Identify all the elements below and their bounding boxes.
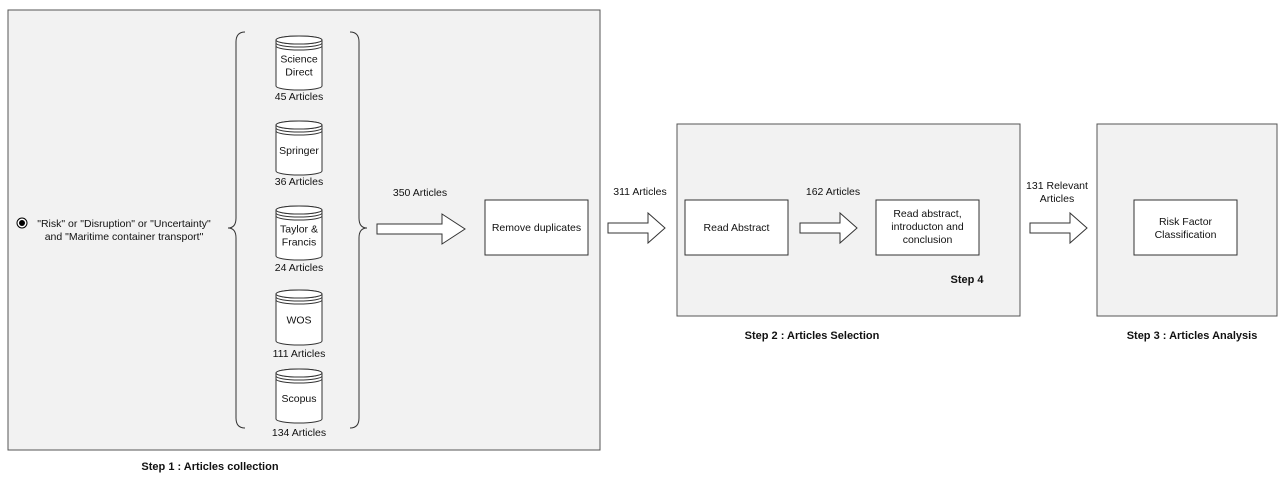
database-name: Science — [280, 54, 318, 66]
read-full-line2: introducton and — [891, 221, 964, 233]
label-relevant-line2: Articles — [1040, 193, 1074, 205]
risk-classification-box — [1133, 199, 1238, 256]
arrow-to-read-abstract — [607, 211, 666, 245]
risk-classification-line2: Classification — [1155, 229, 1217, 241]
database-item: Scopus 134 Articles — [272, 368, 326, 439]
database-article-count: 45 Articles — [275, 91, 323, 103]
arrow-to-risk-classification — [1029, 211, 1088, 245]
database-article-count: 36 Articles — [275, 176, 323, 188]
arrow-to-remove-duplicates — [376, 213, 466, 245]
database-article-count: 134 Articles — [272, 427, 326, 439]
right-brace — [349, 31, 368, 429]
database-name: Scopus — [281, 393, 316, 405]
label-relevant-line1: 131 Relevant — [1026, 180, 1088, 192]
read-abstract-box — [684, 199, 789, 256]
read-full-line3: conclusion — [903, 234, 953, 246]
query-line2: and "Maritime container transport" — [45, 231, 204, 243]
read-full-box — [875, 199, 980, 256]
database-article-count: 111 Articles — [273, 348, 326, 360]
query-line1: "Risk" or "Disruption" or "Uncertainty" — [37, 218, 211, 230]
database-item: Springer 36 Articles — [275, 120, 323, 188]
label-311-articles: 311 Articles — [613, 186, 667, 198]
query-bullet-icon — [16, 217, 28, 229]
database-name: Taylor & — [280, 224, 318, 236]
remove-duplicates-box — [484, 199, 589, 256]
step3-caption: Step 3 : Articles Analysis — [1127, 330, 1258, 342]
database-name: Springer — [279, 145, 319, 157]
database-name: WOS — [286, 315, 311, 327]
label-350-articles: 350 Articles — [393, 187, 447, 199]
arrow-to-read-full — [799, 211, 858, 245]
left-brace — [227, 31, 246, 429]
remove-duplicates-label: Remove duplicates — [492, 222, 581, 234]
database-name: Direct — [285, 67, 313, 79]
step1-caption: Step 1 : Articles collection — [141, 461, 278, 473]
step2-caption: Step 2 : Articles Selection — [745, 330, 880, 342]
read-abstract-label: Read Abstract — [704, 222, 770, 234]
database-name: Francis — [282, 237, 316, 249]
read-full-line1: Read abstract, — [893, 208, 961, 220]
database-item: WOS 111 Articles — [273, 289, 326, 360]
step4-label: Step 4 — [950, 274, 984, 286]
database-article-count: 24 Articles — [275, 262, 323, 274]
risk-classification-line1: Risk Factor — [1159, 216, 1213, 228]
label-162-articles: 162 Articles — [806, 186, 860, 198]
database-item: Taylor &Francis 24 Articles — [275, 205, 323, 274]
